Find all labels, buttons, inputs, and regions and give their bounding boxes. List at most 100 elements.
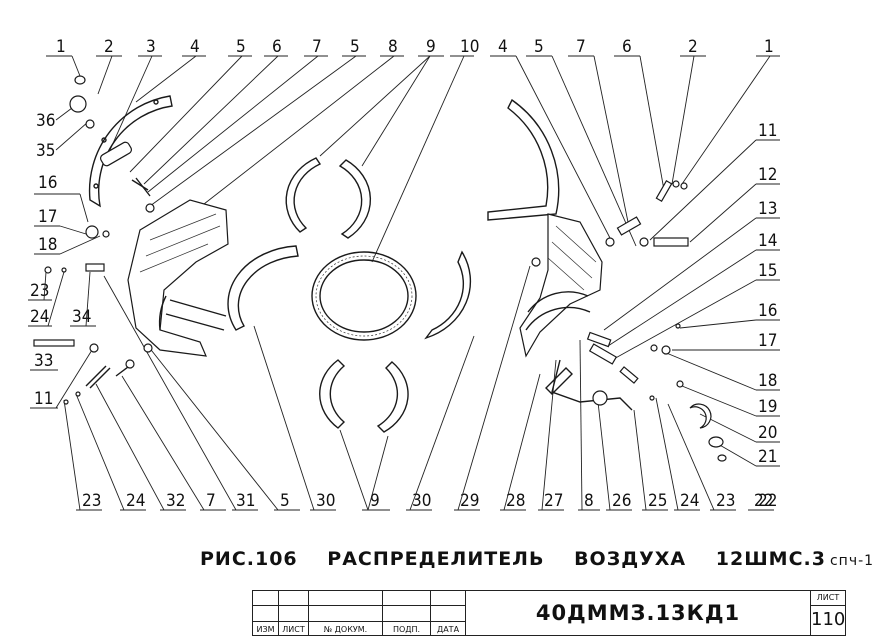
- callouts-left: 36 35 16 17 18 23 24 34 33 11: [30, 111, 91, 409]
- ring-9-lower-right: [376, 361, 409, 433]
- callout-top-1: 1: [56, 37, 66, 57]
- exploded-assembly-drawing: 1 2 3 4 5 6 7 5 8 9 10 4 5 7 6 2 1 36 35…: [28, 37, 780, 511]
- callout-bottom-9: 9: [370, 491, 380, 511]
- plug-17: [85, 225, 99, 239]
- callout-top-17: 1: [764, 37, 774, 57]
- callout-bottom-30b: 30: [412, 491, 431, 511]
- callout-left-18: 18: [38, 235, 57, 255]
- tb-col-sign: ПОДП.: [383, 591, 431, 635]
- ring-9-upper-right: [338, 159, 372, 239]
- callout-top-11: 10: [460, 37, 479, 57]
- callout-left-17: 17: [38, 207, 57, 227]
- tb-col-izm: ИЗМ: [253, 591, 279, 635]
- callout-left-35: 35: [36, 141, 55, 161]
- bracket-3: [100, 141, 132, 167]
- callout-right-16: 16: [758, 301, 777, 321]
- callout-top-6: 6: [272, 37, 282, 57]
- sheet-box: ЛИСТ 110: [811, 591, 845, 635]
- arc-cover-left: [88, 95, 173, 208]
- tb-col-list: ЛИСТ: [279, 591, 309, 635]
- distributor-disk-10: [311, 251, 417, 341]
- callout-top-15: 6: [622, 37, 632, 57]
- housing-left: [127, 199, 229, 357]
- callout-top-4: 4: [190, 37, 200, 57]
- callout-bottom-30: 30: [316, 491, 335, 511]
- callout-bottom-26: 26: [612, 491, 631, 511]
- bolt-7-right: [616, 216, 642, 236]
- bolt-33: [33, 339, 75, 347]
- nut-1: [74, 75, 86, 85]
- callout-right-13: 13: [758, 199, 777, 219]
- callout-bottom-7: 7: [206, 491, 216, 511]
- callout-bottom-23b: 23: [716, 491, 735, 511]
- callout-bottom-22: 22: [754, 491, 773, 511]
- callout-top-9: 8: [388, 37, 398, 57]
- callout-right-11: 11: [758, 121, 777, 141]
- callout-bottom-32: 32: [166, 491, 185, 511]
- callout-bottom-28: 28: [506, 491, 525, 511]
- callouts-top: 1 2 3 4 5 6 7 5 8 9 10 4 5 7 6 2 1: [56, 37, 774, 57]
- tb-col-doc: № ДОКУМ.: [309, 591, 383, 635]
- callout-top-5: 5: [236, 37, 246, 57]
- callout-top-13: 5: [534, 37, 544, 57]
- callout-right-21: 21: [758, 447, 777, 467]
- parts: [33, 75, 727, 462]
- callout-top-16: 2: [688, 37, 698, 57]
- ring-30-left: [227, 245, 299, 331]
- callout-right-19: 19: [758, 397, 777, 417]
- washer-35: [85, 119, 95, 129]
- ring-9-lower-left: [319, 359, 346, 429]
- callout-top-3: 3: [146, 37, 156, 57]
- callouts-right: 11 12 13 14 15 16 17 18 19 20 21 22: [758, 121, 777, 511]
- callout-left-23: 23: [30, 281, 49, 301]
- title-block-revision-columns: ИЗМ ЛИСТ № ДОКУМ. ПОДП. ДАТА: [253, 591, 466, 635]
- ring-9-upper-left: [285, 157, 322, 233]
- housing-right: [519, 213, 603, 358]
- sheet-label: ЛИСТ: [811, 591, 845, 606]
- washer-36: [69, 95, 87, 113]
- fitting-26: [592, 390, 608, 406]
- clamp-20: [689, 403, 712, 429]
- caption-name-2: ВОЗДУХА: [574, 548, 687, 570]
- callout-right-15: 15: [758, 261, 777, 281]
- callouts-bottom: 23 24 32 7 31 5 30 9 30 29 28 27 8 26 25…: [82, 491, 773, 511]
- callout-top-2: 2: [104, 37, 114, 57]
- callout-top-8: 5: [350, 37, 360, 57]
- callout-left-33: 33: [34, 351, 53, 371]
- caption-model: 12ШМС.3: [715, 548, 826, 570]
- callout-bottom-5: 5: [280, 491, 290, 511]
- callout-right-14: 14: [758, 231, 777, 251]
- callout-top-12: 4: [498, 37, 508, 57]
- callout-bottom-25: 25: [648, 491, 667, 511]
- callout-left-36: 36: [36, 111, 55, 131]
- callout-bottom-31: 31: [236, 491, 255, 511]
- callout-left-24: 24: [30, 307, 49, 327]
- leader-lines: [28, 55, 780, 511]
- callout-bottom-8: 8: [584, 491, 594, 511]
- bolt-12: [653, 237, 689, 247]
- callout-bottom-24: 24: [126, 491, 145, 511]
- callout-right-17: 17: [758, 331, 777, 351]
- callout-bottom-23: 23: [82, 491, 101, 511]
- callout-top-14: 7: [576, 37, 586, 57]
- callout-right-22: 22: [758, 491, 777, 511]
- arc-cover-right: [487, 98, 560, 221]
- callout-top-10: 9: [426, 37, 436, 57]
- title-block: ИЗМ ЛИСТ № ДОКУМ. ПОДП. ДАТА 40ДММЗ.13КД…: [252, 590, 846, 636]
- sheet-number: 110: [811, 609, 846, 630]
- tb-col-date: ДАТА: [431, 591, 465, 635]
- callout-right-18: 18: [758, 371, 777, 391]
- caption-suffix: спч-1: [829, 553, 875, 569]
- callout-bottom-27: 27: [544, 491, 563, 511]
- callout-top-7: 7: [312, 37, 322, 57]
- callout-bottom-24b: 24: [680, 491, 699, 511]
- document-code: 40ДММЗ.13КД1: [466, 591, 811, 635]
- caption-figure-number: РИС.106: [200, 548, 298, 570]
- caption-name-1: РАСПРЕДЕЛИТЕЛЬ: [327, 548, 545, 570]
- callout-right-20: 20: [758, 423, 777, 443]
- callout-left-16: 16: [38, 173, 57, 193]
- callout-left-34: 34: [72, 307, 91, 327]
- callout-right-12: 12: [758, 165, 777, 185]
- callout-bottom-29: 29: [460, 491, 479, 511]
- callout-left-11: 11: [34, 389, 53, 409]
